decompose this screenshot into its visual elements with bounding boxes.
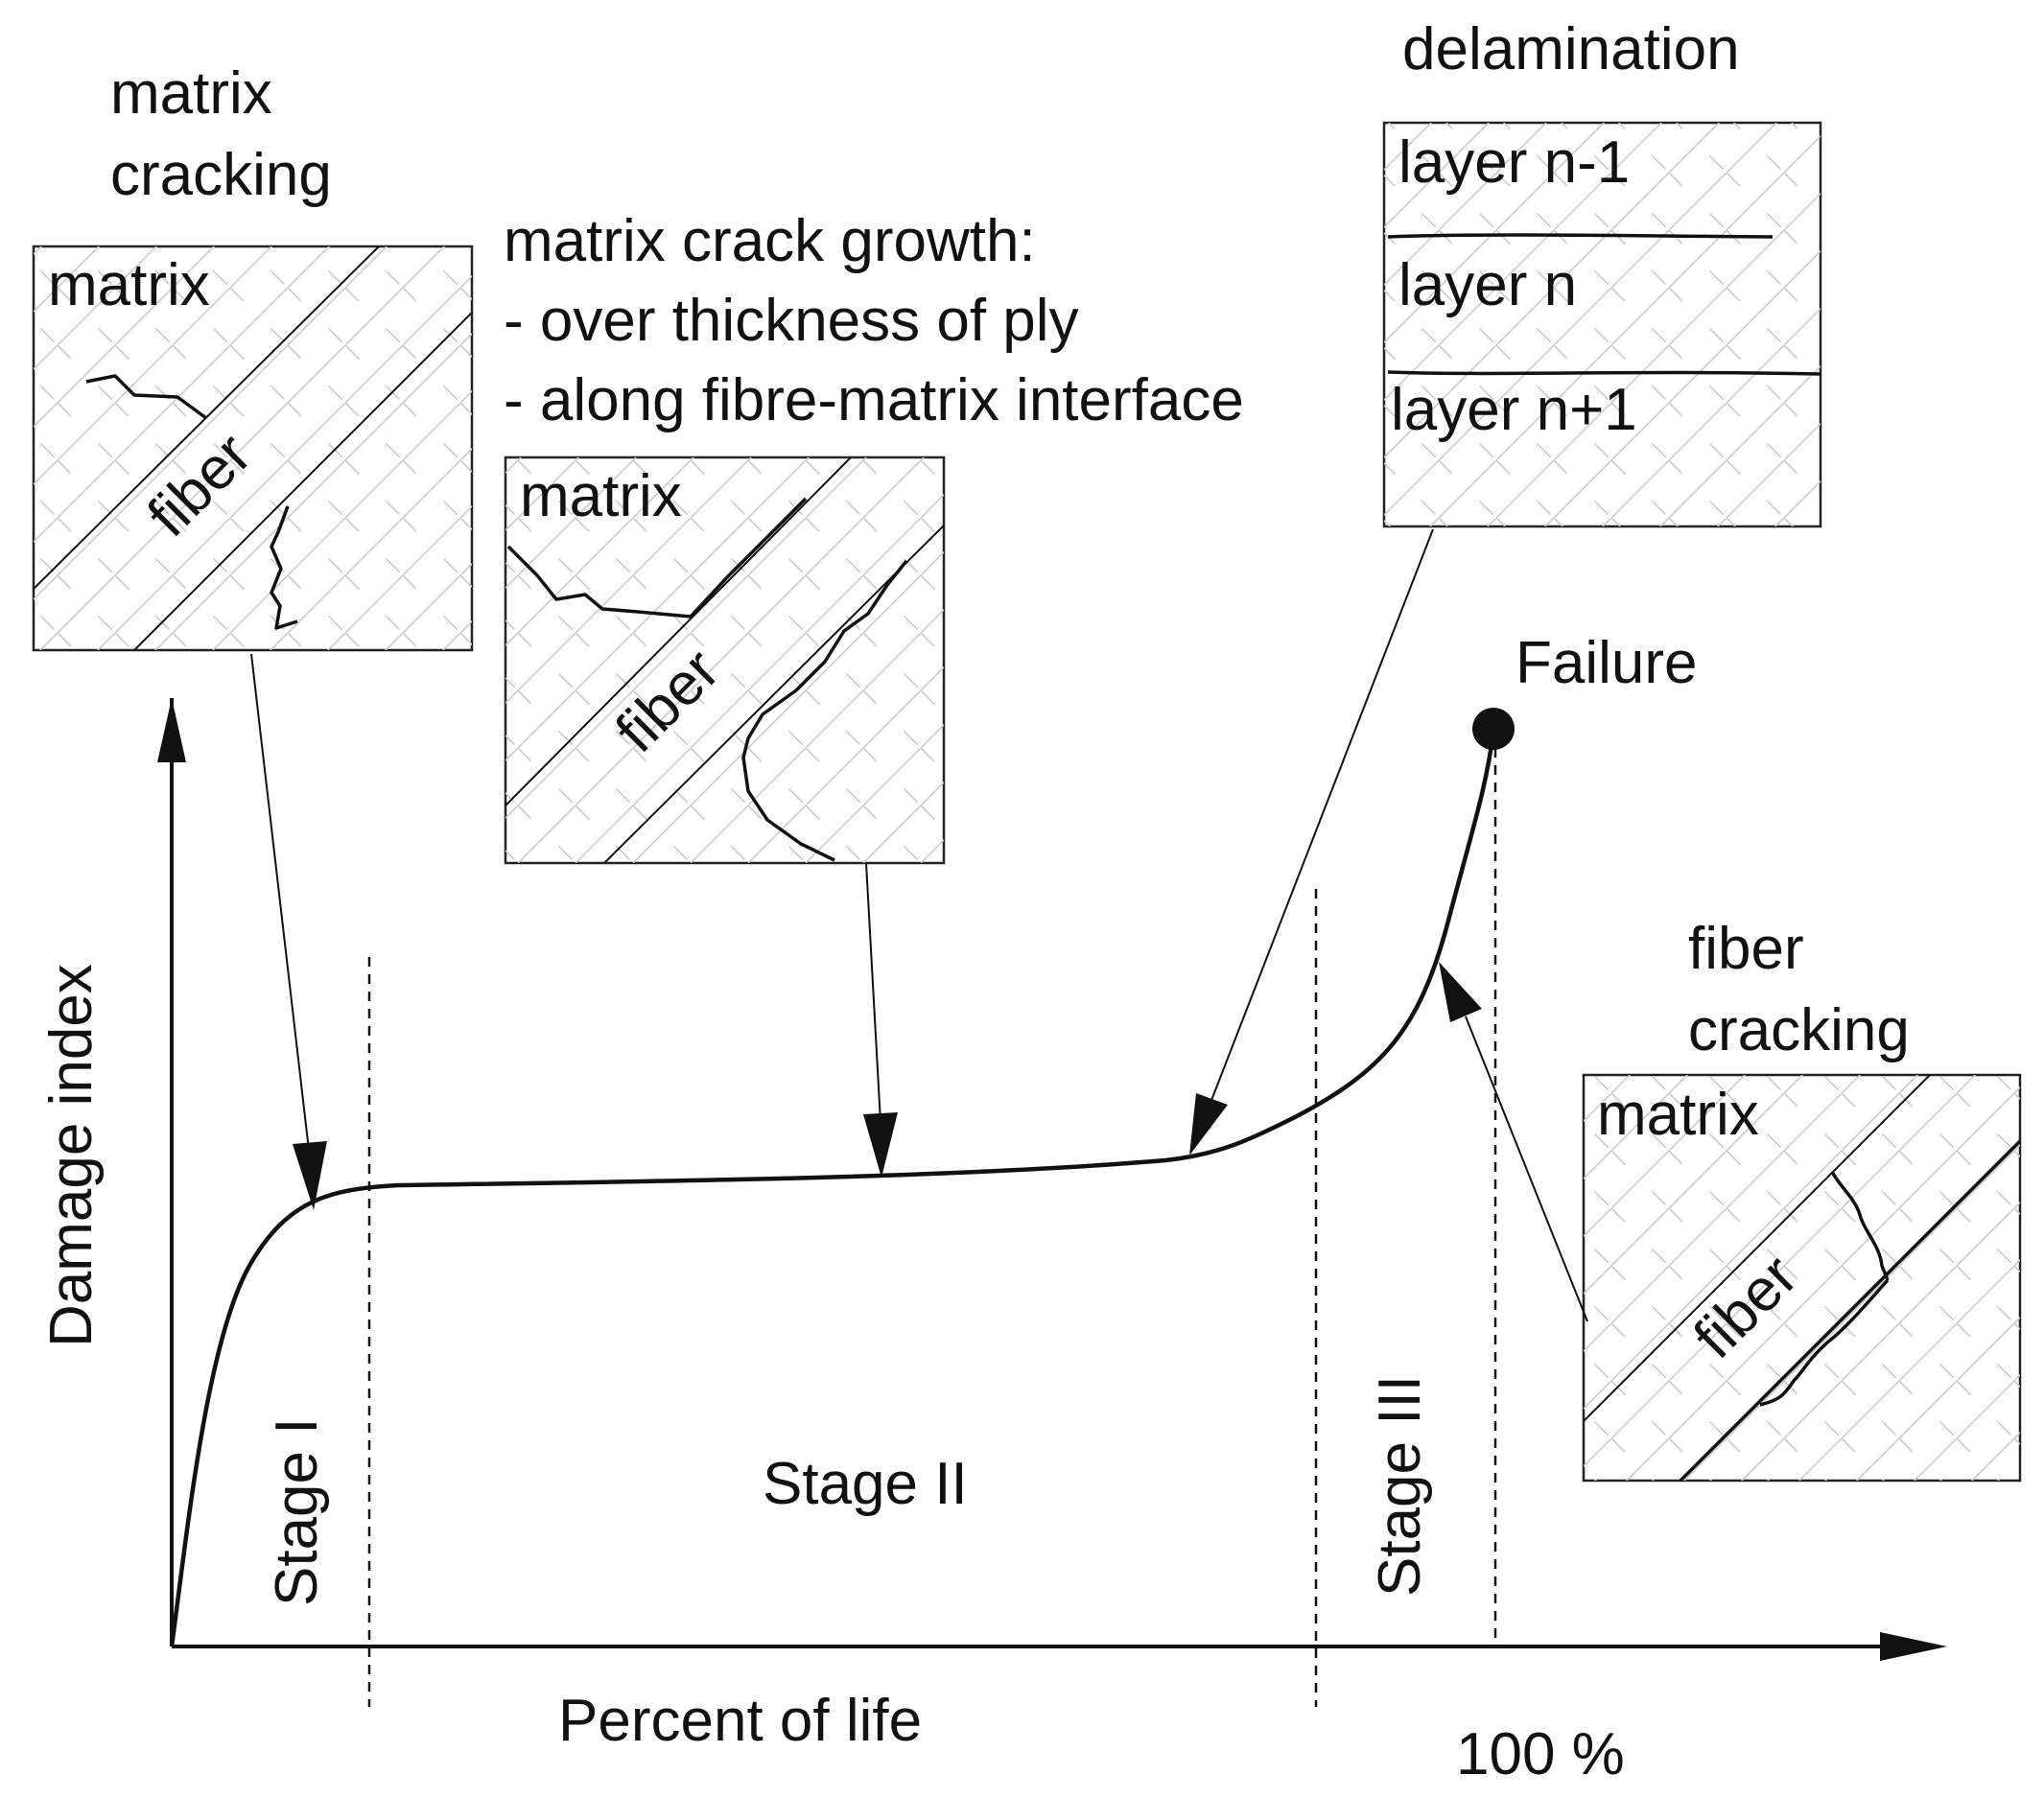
matrix-crack-growth-line-3: - along fibre-matrix interface xyxy=(504,367,1244,433)
end-tick-label: 100 % xyxy=(1456,1721,1625,1787)
stage-1-label: Stage I xyxy=(264,1418,330,1606)
delamination-title: delamination xyxy=(1402,16,1740,82)
x-axis-arrow xyxy=(1880,1632,1947,1661)
stage-2-label: Stage II xyxy=(763,1451,968,1517)
y-axis-arrow xyxy=(157,698,186,762)
box1-matrix-label: matrix xyxy=(48,252,210,318)
arrow-delamination xyxy=(1210,528,1434,1104)
fiber-cracking-title-2: cracking xyxy=(1688,997,1910,1063)
layer-n-label: layer n xyxy=(1398,252,1577,318)
x-axis-label: Percent of life xyxy=(558,1688,922,1754)
stage-3-label: Stage III xyxy=(1367,1375,1433,1597)
matrix-crack-growth-line-2: - over thickness of ply xyxy=(504,288,1079,354)
axes xyxy=(157,698,1947,1661)
box4-matrix-label: matrix xyxy=(1597,1082,1759,1148)
matrix-cracking-box: matrix fiber xyxy=(32,245,474,652)
matrix-cracking-title-1: matrix xyxy=(110,60,272,127)
layer-n-minus-1-label: layer n-1 xyxy=(1398,129,1630,196)
damage-curve xyxy=(169,730,1496,1647)
fiber-cracking-box: matrix fiber xyxy=(1582,1073,2022,1483)
stage-separators xyxy=(367,731,1497,1707)
callout-arrows xyxy=(250,528,1588,1322)
box2-matrix-label: matrix xyxy=(520,463,682,529)
arrow-fiber-cracking xyxy=(1465,1016,1588,1322)
arrow-matrix-crack-growth xyxy=(865,862,881,1123)
failure-point xyxy=(1472,708,1515,750)
fiber-cracking-title-1: fiber xyxy=(1688,916,1804,982)
y-axis-label: Damage index xyxy=(38,964,105,1347)
arrow-matrix-cracking xyxy=(250,653,311,1159)
failure-label: Failure xyxy=(1515,630,1698,696)
matrix-cracking-title-2: cracking xyxy=(110,142,332,208)
matrix-crack-growth-title: matrix crack growth: xyxy=(504,208,1036,274)
matrix-crack-growth-box: matrix fiber xyxy=(504,455,946,865)
layer-n-plus-1-label: layer n+1 xyxy=(1391,377,1637,443)
delamination-box: layer n-1 layer n layer n+1 xyxy=(1382,121,1822,528)
